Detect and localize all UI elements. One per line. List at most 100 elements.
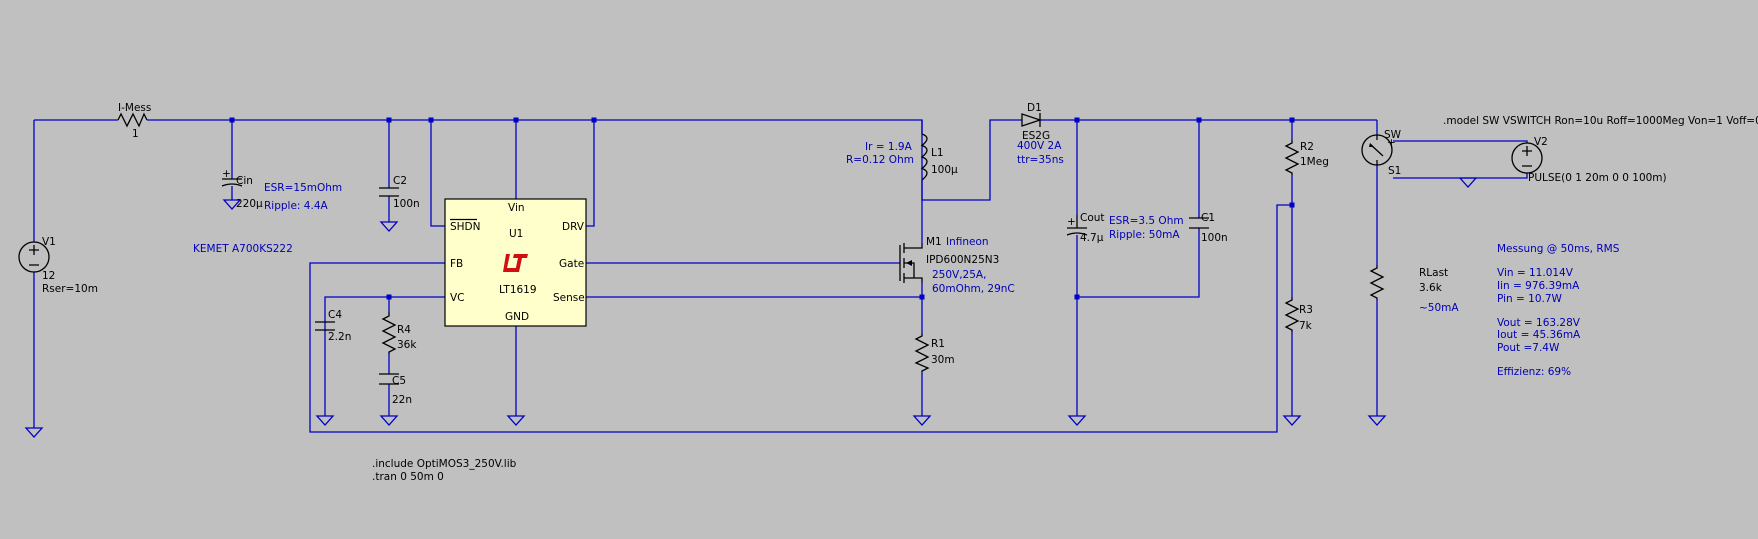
lt-logo-icon xyxy=(503,254,528,272)
sw-switch: + xyxy=(1361,134,1396,166)
r1-name: R1 xyxy=(931,338,945,350)
ground-icon xyxy=(1367,415,1387,426)
u1-pin-shdn: SHDN xyxy=(450,221,481,233)
v1-source xyxy=(18,241,50,273)
c5-capacitor-icon xyxy=(379,373,399,385)
ground-icon xyxy=(1067,415,1087,426)
cout-plus-sign: + xyxy=(1067,216,1076,228)
junction-dot xyxy=(428,117,434,123)
v2-wire xyxy=(1393,140,1528,179)
ground-icon xyxy=(1282,415,1302,426)
switch-plus-sign: + xyxy=(1387,137,1396,149)
l1-ir: Ir = 1.9A xyxy=(865,141,913,153)
r3-resistor-icon xyxy=(1284,297,1300,332)
m1-maker: Infineon xyxy=(946,236,989,248)
m1-name: M1 xyxy=(926,236,942,248)
meas-pout: Pout =7.4W xyxy=(1497,342,1560,354)
meas-iout: Iout = 45.36mA xyxy=(1497,329,1581,341)
r2-value: 1Meg xyxy=(1300,156,1329,168)
ground-icon xyxy=(379,415,399,426)
cin-name: Cin xyxy=(236,175,253,187)
l1-name: L1 xyxy=(931,147,944,159)
c4-name: C4 xyxy=(328,309,342,321)
rlast-value: 3.6k xyxy=(1419,282,1443,294)
rlast-resistor-icon xyxy=(1369,265,1385,300)
u1-pin-fb: FB xyxy=(450,258,463,270)
r3-value: 7k xyxy=(1299,320,1313,332)
polarized-capacitor-icon xyxy=(1066,215,1088,236)
r2-resistor-icon xyxy=(1284,140,1300,175)
c4-capacitor-icon xyxy=(315,321,335,331)
ground-icon xyxy=(506,415,526,426)
cout-ripple: Ripple: 50mA xyxy=(1109,229,1180,241)
junction-dot xyxy=(1289,202,1295,208)
meas-title: Messung @ 50ms, RMS xyxy=(1497,243,1620,255)
cin-plus-sign: + xyxy=(222,168,231,180)
u1-pin-vc: VC xyxy=(450,292,465,304)
m1-part: IPD600N25N3 xyxy=(926,254,999,266)
nmos-transistor-icon xyxy=(899,243,923,283)
r4-resistor-icon xyxy=(381,312,397,354)
u1-pin-drv: DRV xyxy=(562,221,585,233)
v1-name: V1 xyxy=(42,236,56,248)
measurement-panel: Messung @ 50ms, RMS Vin = 11.014V Iin = … xyxy=(1497,243,1620,378)
junction-dot xyxy=(513,117,519,123)
meas-iin: Iin = 976.39mA xyxy=(1497,280,1580,292)
cout-value: 4.7µ xyxy=(1080,232,1104,244)
l1-inductor-icon xyxy=(920,133,928,181)
diode-icon xyxy=(1021,113,1043,127)
junction-dot xyxy=(591,117,597,123)
polarity-icon xyxy=(1522,146,1532,167)
ground-icon xyxy=(315,415,335,426)
drv-wire xyxy=(586,120,595,227)
imess-value: 1 xyxy=(132,128,139,140)
v2-name: V2 xyxy=(1534,136,1548,148)
wires xyxy=(33,119,1528,433)
u1-part: LT1619 xyxy=(499,284,537,296)
junctions xyxy=(229,117,1295,300)
l1-r: R=0.12 Ohm xyxy=(846,154,914,166)
shdn-wire xyxy=(430,120,445,227)
r2-name: R2 xyxy=(1300,141,1314,153)
ground-icon xyxy=(379,221,399,232)
meas-vout: Vout = 163.28V xyxy=(1497,317,1581,329)
vc-wire xyxy=(324,296,445,416)
c1-capacitor-icon xyxy=(1189,217,1209,229)
c4-value: 2.2n xyxy=(328,331,351,343)
cin-capacitor: + xyxy=(221,168,243,187)
cout-esr: ESR=3.5 Ohm xyxy=(1109,215,1184,227)
cin-ripple: Ripple: 4.4A xyxy=(264,200,328,212)
cout-capacitor: + xyxy=(1066,215,1088,236)
junction-dot xyxy=(386,117,392,123)
c1-value: 100n xyxy=(1201,232,1228,244)
d1-diode xyxy=(1021,113,1043,127)
d1-part: ES2G xyxy=(1022,130,1050,142)
v2-source xyxy=(1511,142,1543,174)
cin-part: KEMET A700KS222 xyxy=(193,243,293,255)
meas-pin: Pin = 10.7W xyxy=(1497,293,1563,305)
polarized-capacitor-icon xyxy=(221,178,243,187)
d1-name: D1 xyxy=(1027,102,1042,114)
polarity-icon xyxy=(29,245,39,266)
c5-name: C5 xyxy=(392,375,406,387)
l1-value: 100µ xyxy=(931,164,958,176)
ground-icon xyxy=(912,415,932,426)
junction-dot xyxy=(919,294,925,300)
m1-mosfet xyxy=(899,243,923,283)
r1-value: 30m xyxy=(931,354,955,366)
junction-dot xyxy=(386,294,392,300)
rlast-current: ~50mA xyxy=(1419,302,1459,314)
m1-spec1: 250V,25A, xyxy=(932,269,986,281)
mosfet-arrow-icon xyxy=(906,260,912,266)
c2-value: 100n xyxy=(393,198,420,210)
d1-spec1: 400V 2A xyxy=(1017,140,1062,152)
c5-value: 22n xyxy=(392,394,412,406)
v2-value: PULSE(0 1 20m 0 0 100m) xyxy=(1528,172,1667,184)
junction-dot xyxy=(1289,117,1295,123)
cin-esr: ESR=15mOhm xyxy=(264,182,342,194)
ground-icon xyxy=(222,199,242,210)
fb-wire xyxy=(309,204,1292,433)
u1-name: U1 xyxy=(509,228,523,240)
s1-label: S1 xyxy=(1388,165,1401,177)
